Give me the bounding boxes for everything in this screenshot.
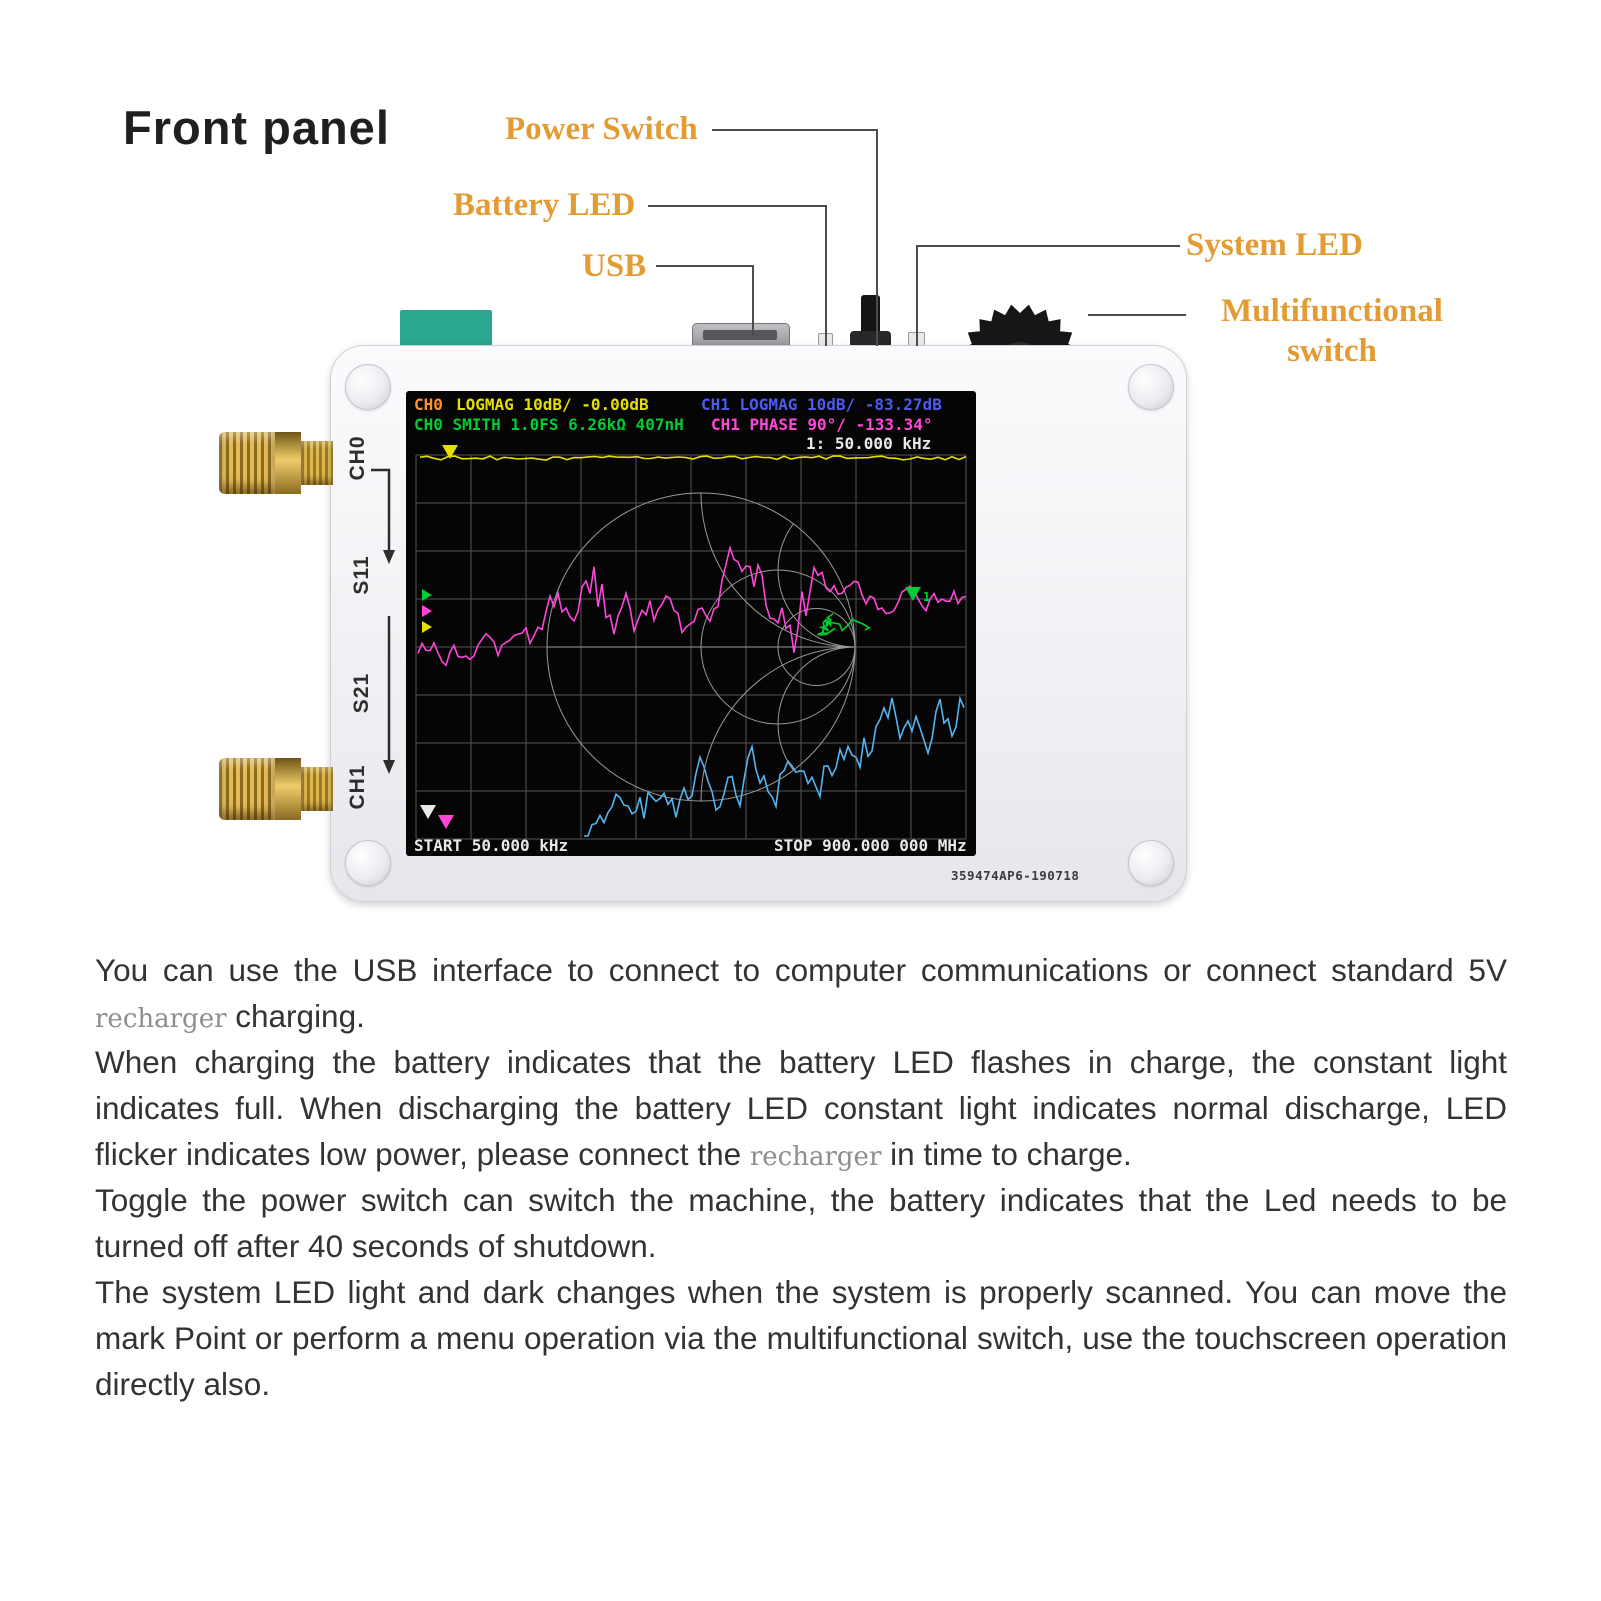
alt-word: recharger [95, 1003, 227, 1034]
text-segment: charging. [226, 997, 365, 1034]
text-segment: The system LED light and dark changes wh… [95, 1273, 1507, 1402]
corner-screw [1128, 364, 1174, 410]
screen-ch0-tag: CH0 [414, 395, 443, 414]
arrowhead-icon [383, 760, 395, 774]
sma-thread [301, 441, 333, 485]
callout-multifunctional-switch: Multifunctional switch [1221, 293, 1443, 369]
corner-screw [1128, 840, 1174, 886]
ref-level-glyph [422, 605, 432, 617]
screen-row2-left: CH0 SMITH 1.0FS 6.26kΩ 407nH [414, 415, 684, 434]
ref-level-glyph [422, 621, 432, 633]
screen-grid [415, 454, 967, 840]
trace-ch1-logmag [584, 695, 965, 837]
callout-power-switch: Power Switch [505, 111, 698, 147]
screen-row2-right: CH1 PHASE 90°/ -133.34° [711, 415, 933, 434]
usb-slot [703, 330, 777, 340]
flow-arrow-s11 [371, 468, 391, 552]
text-segment: When charging the battery indicates that… [95, 1043, 1507, 1172]
signal-flow-arrows [371, 468, 395, 774]
sma-knurl [219, 758, 275, 820]
callout-system-led: System LED [1186, 227, 1363, 263]
paragraph: When charging the battery indicates that… [95, 1040, 1507, 1178]
sma-connector-ch1 [219, 758, 333, 820]
sma-connector-ch0 [219, 432, 333, 494]
screen-graphics: 1 CH0 LOGMAG 10dB/ -0.00dB CH1 LOGMAG 10… [414, 395, 967, 855]
callout-usb: USB [582, 248, 647, 284]
screen-row1-right: CH1 LOGMAG 10dB/ -83.27dB [701, 395, 942, 414]
text-segment: Toggle the power switch can switch the m… [95, 1181, 1507, 1264]
marker-triangle-green [905, 587, 921, 601]
paragraph: Toggle the power switch can switch the m… [95, 1178, 1507, 1270]
body-text: You can use the USB interface to connect… [95, 948, 1507, 1408]
sma-hex-nut [275, 758, 301, 820]
text-segment: in time to charge. [881, 1135, 1132, 1172]
leader-power-switch [712, 129, 878, 346]
corner-screw [345, 840, 391, 886]
screen-row1-left: LOGMAG 10dB/ -0.00dB [456, 395, 649, 414]
marker-number: 1 [923, 590, 930, 604]
device-body: CH0 S11 S21 CH1 [219, 345, 1187, 902]
sma-hex-nut [275, 432, 301, 494]
marker-triangle-yellow [442, 445, 458, 459]
alt-word: recharger [749, 1141, 882, 1172]
arrowhead-icon [383, 550, 395, 564]
sma-knurl [219, 432, 275, 494]
marker-triangle-white [420, 805, 436, 819]
ref-level-glyph [422, 589, 432, 601]
paragraph: You can use the USB interface to connect… [95, 948, 1507, 1040]
screen-marker-readout: 1: 50.000 kHz [806, 434, 931, 453]
screen-stop-label: STOP 900.000 000 MHz [774, 836, 967, 855]
screen-start-label: START 50.000 kHz [414, 836, 568, 855]
trace-ch0-smith [817, 612, 871, 636]
trace-ch1-phase [417, 544, 967, 667]
callout-battery-led: Battery LED [453, 187, 636, 223]
corner-screw [345, 364, 391, 410]
pcb-tab [400, 310, 492, 350]
sma-thread [301, 767, 333, 811]
text-segment: You can use the USB interface to connect… [95, 952, 1507, 988]
trace-ch0-logmag [419, 455, 967, 461]
smith-chart [546, 492, 856, 802]
page-title: Front panel [123, 101, 390, 154]
device-screen: 1 CH0 LOGMAG 10dB/ -0.00dB CH1 LOGMAG 10… [406, 391, 976, 856]
paragraph: The system LED light and dark changes wh… [95, 1270, 1507, 1408]
serial-number: 359474AP6-190718 [951, 868, 1080, 883]
knob-gear-icon [961, 304, 1079, 348]
multifunctional-knob [961, 304, 1079, 348]
marker-triangle-magenta [438, 815, 454, 829]
